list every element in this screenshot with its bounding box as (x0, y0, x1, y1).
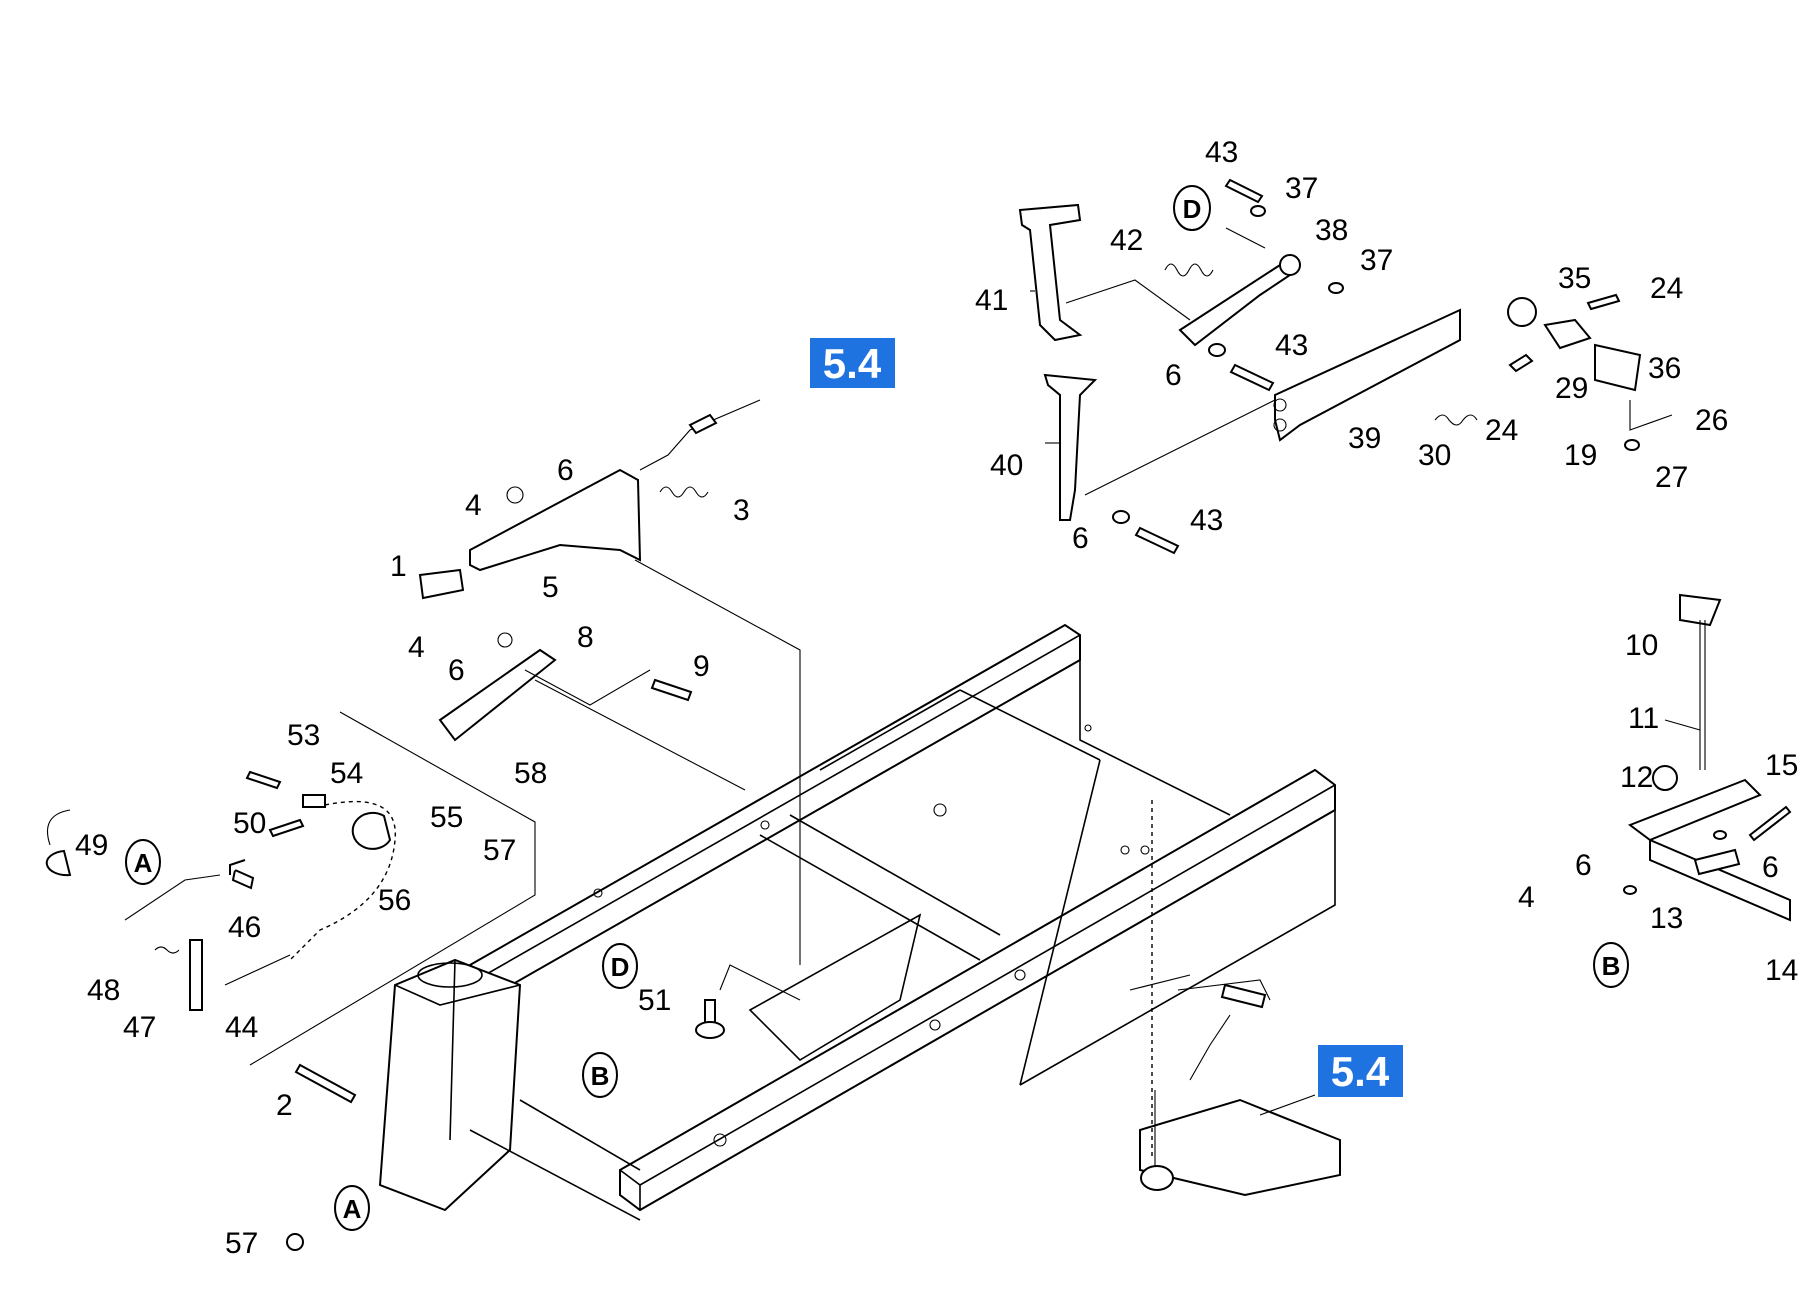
part-label: 4 (1518, 881, 1535, 914)
part-label: 13 (1650, 902, 1683, 935)
reference-box-label: 5.4 (823, 340, 882, 387)
part-label: 37 (1285, 172, 1318, 205)
part-label: 44 (225, 1011, 258, 1044)
part-label: 6 (448, 654, 465, 687)
part-label: 41 (975, 284, 1008, 317)
adjuster-group (1507, 293, 1673, 451)
ref-marker-B-frame: B (582, 1052, 618, 1098)
ref-marker-B-right: B (1593, 942, 1629, 988)
part-label: 51 (638, 984, 671, 1017)
part-label: 15 (1765, 749, 1798, 782)
part-label: 54 (330, 757, 363, 790)
part-label: 46 (228, 911, 261, 944)
slider-group (1623, 593, 1792, 922)
part-label: 3 (733, 494, 750, 527)
part-label: 53 (287, 719, 320, 752)
part-label: 47 (123, 1011, 156, 1044)
chassis-frame (378, 623, 1336, 1221)
svg-text:A: A (343, 1194, 362, 1224)
lever-assembly (418, 399, 801, 965)
part-label: 40 (990, 449, 1023, 482)
part-label: 43 (1190, 504, 1223, 537)
part-label: 1 (390, 550, 407, 583)
ref-marker-A-left: A (125, 839, 161, 885)
part-labels: 43 37 38 42 37 35 24 41 43 6 36 29 24 26… (75, 136, 1798, 1260)
part-label: 8 (577, 621, 594, 654)
part-label: 6 (1165, 359, 1182, 392)
part-label: 55 (430, 801, 463, 834)
steering-linkage-group (45, 711, 536, 1066)
part-label: 24 (1650, 272, 1683, 305)
part-label: 48 (87, 974, 120, 1007)
part-label: 4 (408, 631, 425, 664)
part-label: 26 (1695, 404, 1728, 437)
brake-linkage (1129, 800, 1341, 1197)
pedal-assembly (1018, 178, 1478, 555)
misc-parts (286, 964, 801, 1251)
ref-marker-D-frame: D (602, 943, 638, 989)
svg-text:B: B (1602, 951, 1621, 981)
part-label: 49 (75, 829, 108, 862)
part-label: 2 (276, 1089, 293, 1122)
part-label: 6 (557, 454, 574, 487)
part-label: 6 (1762, 851, 1779, 884)
ref-marker-A-bottom: A (334, 1185, 370, 1231)
reference-box-5-4-top: 5.4 (810, 338, 895, 388)
part-label: 19 (1564, 439, 1597, 472)
part-label: 42 (1110, 224, 1143, 257)
part-label: 57 (483, 834, 516, 867)
part-label: 50 (233, 807, 266, 840)
part-label: 56 (378, 884, 411, 917)
part-label: 24 (1485, 414, 1518, 447)
svg-text:D: D (1183, 194, 1202, 224)
part-label: 14 (1765, 954, 1798, 987)
part-label: 57 (225, 1227, 258, 1260)
part-label: 6 (1575, 849, 1592, 882)
svg-text:B: B (591, 1061, 610, 1091)
reference-box-label: 5.4 (1331, 1048, 1390, 1095)
part-label: 43 (1205, 136, 1238, 169)
part-label: 4 (465, 489, 482, 522)
reference-box-5-4-bottom: 5.4 (1318, 1045, 1403, 1097)
ref-marker-D-top: D (1173, 185, 1211, 231)
svg-text:A: A (134, 848, 153, 878)
part-label: 36 (1648, 352, 1681, 385)
part-label: 11 (1628, 702, 1659, 735)
part-label: 5 (542, 571, 559, 604)
part-label: 12 (1620, 761, 1653, 794)
lower-cable (1189, 1014, 1231, 1081)
part-label: 6 (1072, 522, 1089, 555)
part-label: 43 (1275, 329, 1308, 362)
part-label: 30 (1418, 439, 1451, 472)
part-label: 10 (1625, 629, 1658, 662)
part-label: 58 (514, 757, 547, 790)
part-label: 37 (1360, 244, 1393, 277)
svg-text:D: D (611, 952, 630, 982)
part-label: 9 (693, 650, 710, 683)
part-label: 39 (1348, 422, 1381, 455)
part-label: 29 (1555, 372, 1588, 405)
part-label: 38 (1315, 214, 1348, 247)
part-label: 27 (1655, 461, 1688, 494)
part-label: 35 (1558, 262, 1591, 295)
